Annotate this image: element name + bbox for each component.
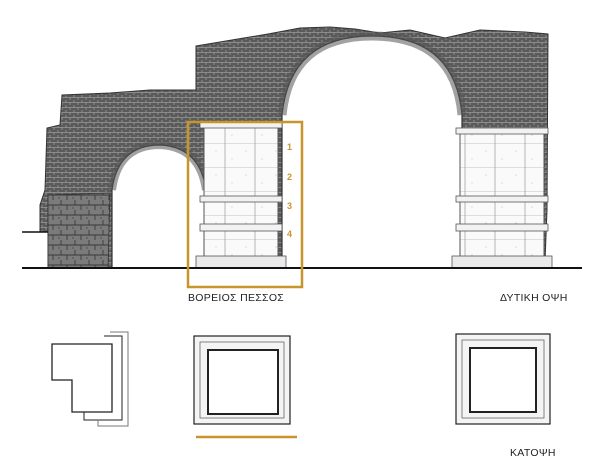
- plan-north-pier: [193, 335, 291, 425]
- north-pier: [195, 121, 287, 269]
- side-arch: [108, 140, 210, 269]
- south-pier: [451, 127, 553, 269]
- course-number-3: 3: [287, 201, 293, 211]
- plan-l-shaped-pier: [51, 331, 129, 427]
- north-pier-highlight-frame: [186, 120, 304, 289]
- plan-label: ΚΑΤΟΨΗ: [510, 447, 556, 459]
- north-pier-label: ΒΟΡΕΙΟΣ ΠΕΣΣΟΣ: [188, 292, 285, 304]
- course-number-1: 1: [287, 142, 293, 152]
- course-number-4: 4: [287, 229, 293, 239]
- central-arch: [277, 31, 467, 269]
- plan-south-pier: [455, 333, 551, 425]
- course-number-2: 2: [287, 172, 293, 182]
- west-elevation-label: ΔΥΤΙΚΗ ΟΨΗ: [500, 292, 568, 304]
